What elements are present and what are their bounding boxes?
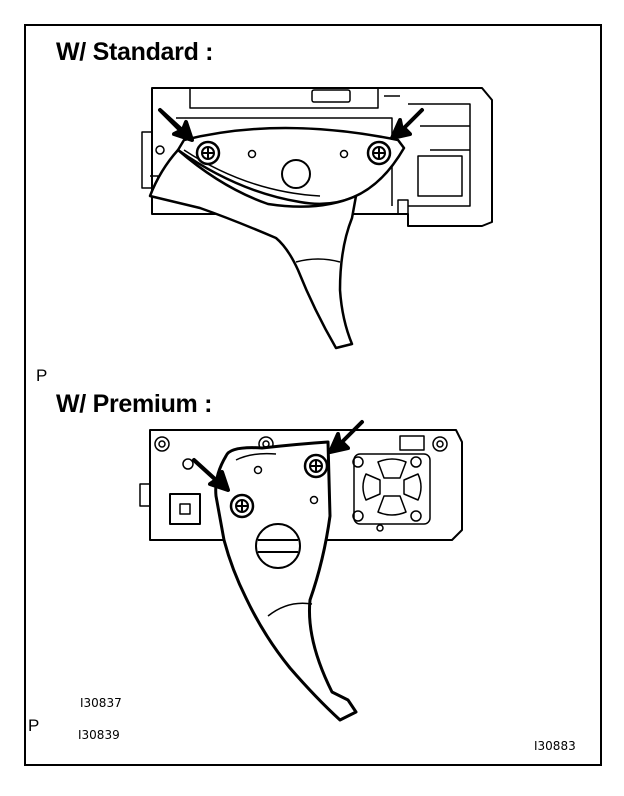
premium-unit-illustration [139, 429, 463, 722]
code-2: I30839 [78, 728, 120, 742]
diagram-frame [24, 24, 602, 766]
arrow-standard-right [390, 108, 424, 140]
arrow-premium-lower [192, 458, 230, 492]
standard-unit-illustration [141, 87, 493, 350]
code-1: I30837 [80, 696, 122, 710]
premium-title: W/ Premium : [56, 390, 213, 418]
p-marker-bottom: P [28, 716, 40, 735]
arrow-premium-upper [328, 420, 364, 454]
arrow-standard-left [158, 108, 194, 142]
standard-title: W/ Standard : [56, 38, 214, 66]
code-3: I30883 [534, 739, 576, 753]
p-marker-top: P [36, 366, 48, 385]
